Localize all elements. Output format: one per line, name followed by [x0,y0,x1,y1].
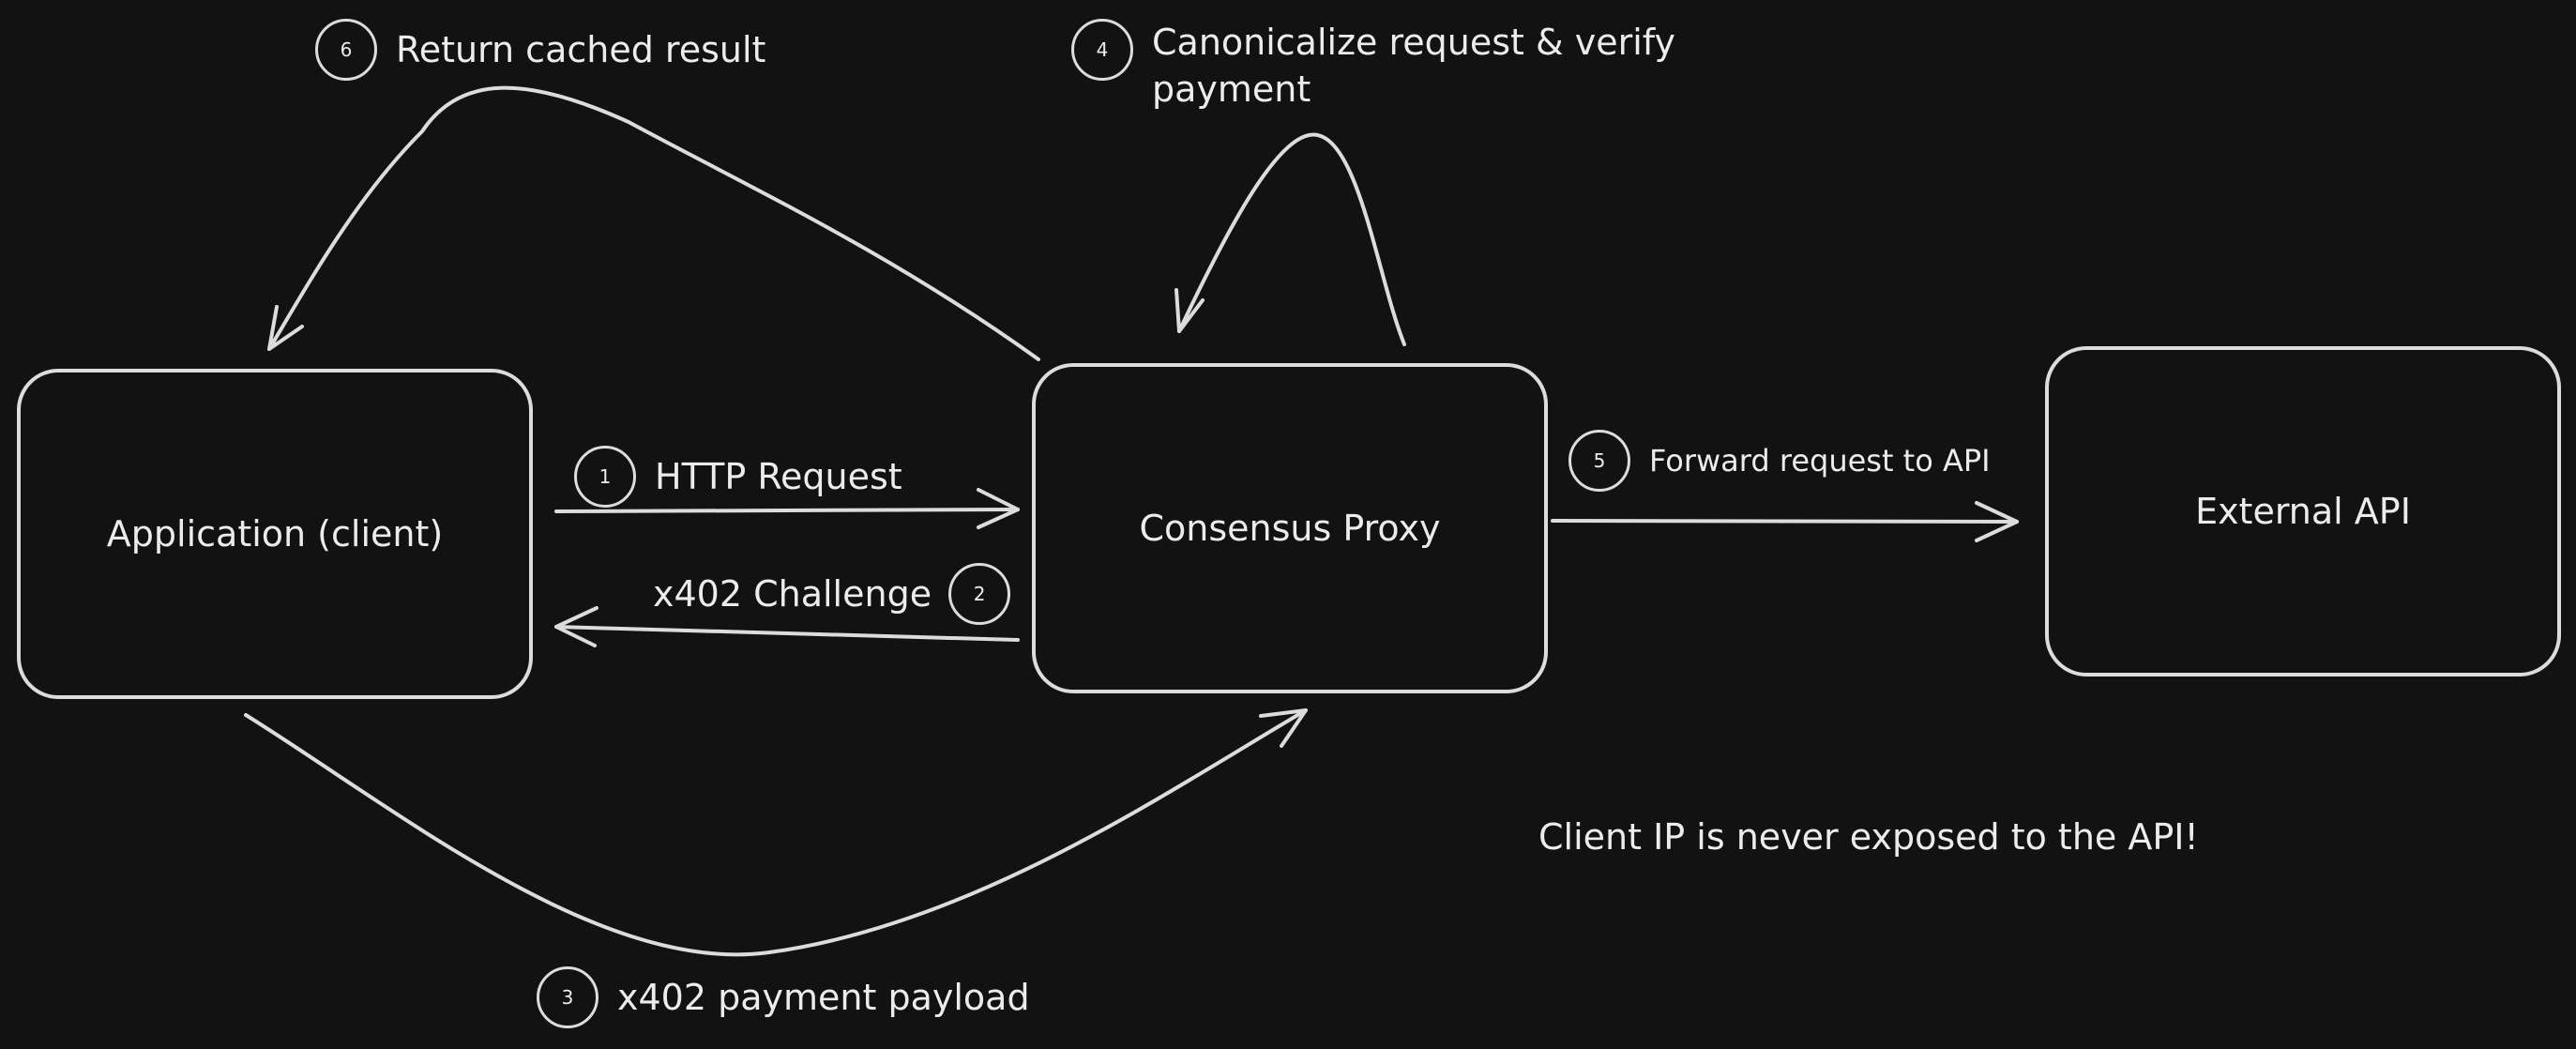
proxy-node: Consensus Proxy [1032,363,1548,693]
arrow-return-cached [267,85,1040,361]
arrow-x402-challenge-head [554,606,599,647]
arrow-http-request-head [977,488,1020,529]
external-api-node-label: External API [2195,491,2411,532]
step-2-number: 2 [948,563,1011,625]
step-3-label: 3 x402 payment payload [537,966,1030,1028]
step-6-text: Return cached result [396,29,766,70]
step-1-text: HTTP Request [655,456,902,497]
arrow-return-cached-head [267,305,304,351]
proxy-node-label: Consensus Proxy [1139,508,1441,549]
step-4-label: 4 Canonicalize request & verify payment [1071,19,1715,113]
step-1-label: 1 HTTP Request [574,446,902,508]
arrow-self-loop-head [1174,288,1205,333]
step-6-label: 6 Return cached result [315,19,765,81]
step-3-number: 3 [537,966,599,1028]
arrow-forward-request [1551,519,2019,524]
client-node-label: Application (client) [106,513,444,555]
privacy-note: Client IP is never exposed to the API! [1538,816,2199,858]
step-4-text: Canonicalize request & verify payment [1152,22,1675,110]
step-5-text: Forward request to API [1649,443,1991,479]
step-5-label: 5 Forward request to API [1568,430,1991,492]
step-1-number: 1 [574,446,636,508]
arrow-self-loop [1177,132,1406,346]
arrow-http-request [554,508,1020,513]
arrow-x402-challenge [554,625,1020,642]
step-2-text: x402 Challenge [653,573,932,615]
arrow-payment-payload-head [1259,708,1308,748]
step-2-label: x402 Challenge 2 [653,563,1011,625]
step-4-number: 4 [1071,19,1133,81]
step-6-number: 6 [315,19,377,81]
arrow-forward-request-head [1975,501,2019,542]
client-node: Application (client) [17,369,533,699]
step-5-number: 5 [1568,430,1630,492]
step-3-text: x402 payment payload [617,977,1030,1018]
external-api-node: External API [2045,346,2561,677]
arrow-payment-payload [244,708,1308,957]
